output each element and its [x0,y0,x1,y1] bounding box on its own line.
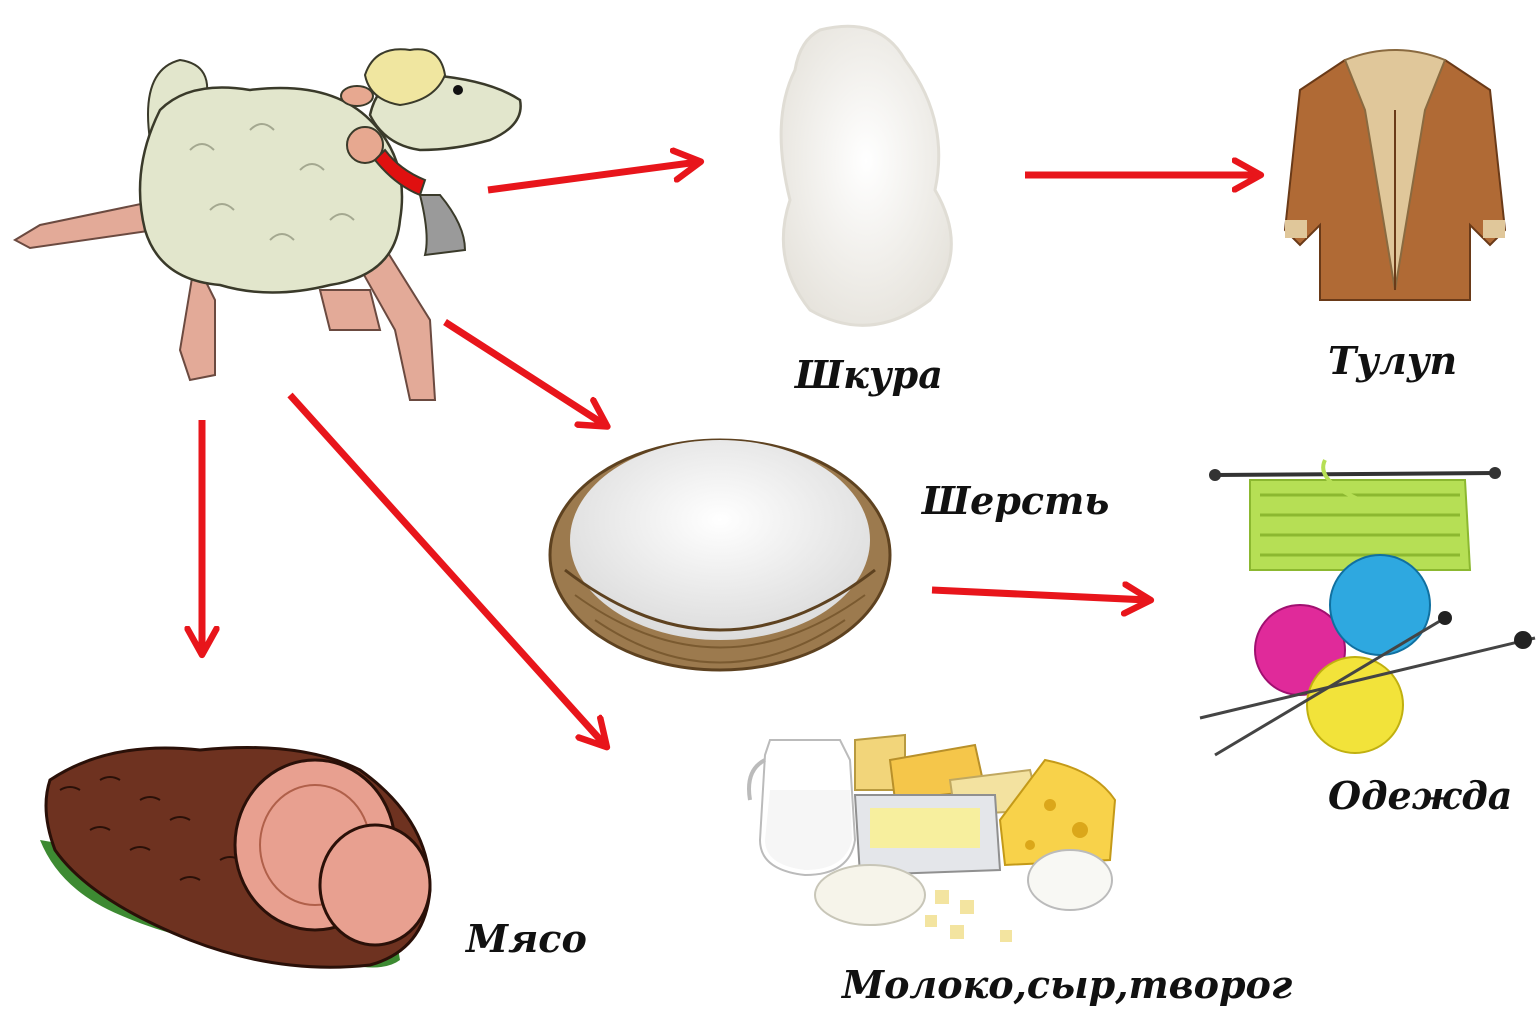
sheepskin-picture [781,26,951,325]
wool-basket-picture [550,440,890,670]
label-skin: Шкура [795,352,943,397]
arrow-sheep-to-skin [488,162,698,190]
label-coat: Тулуп [1328,338,1457,383]
dairy-picture [749,735,1115,942]
label-meat: Мясо [466,916,587,961]
arrow-sheep-to-wool [445,322,605,425]
sheep-illustration [15,49,521,400]
meat-picture [40,748,430,968]
label-clothes: Одежда [1328,773,1512,818]
knitting-yarn-picture [1200,460,1535,755]
label-wool: Шерсть [922,478,1109,523]
arrow-wool-to-clothes [932,590,1148,600]
label-dairy: Молоко,сыр,творог [842,962,1292,1007]
coat-picture [1285,50,1505,300]
